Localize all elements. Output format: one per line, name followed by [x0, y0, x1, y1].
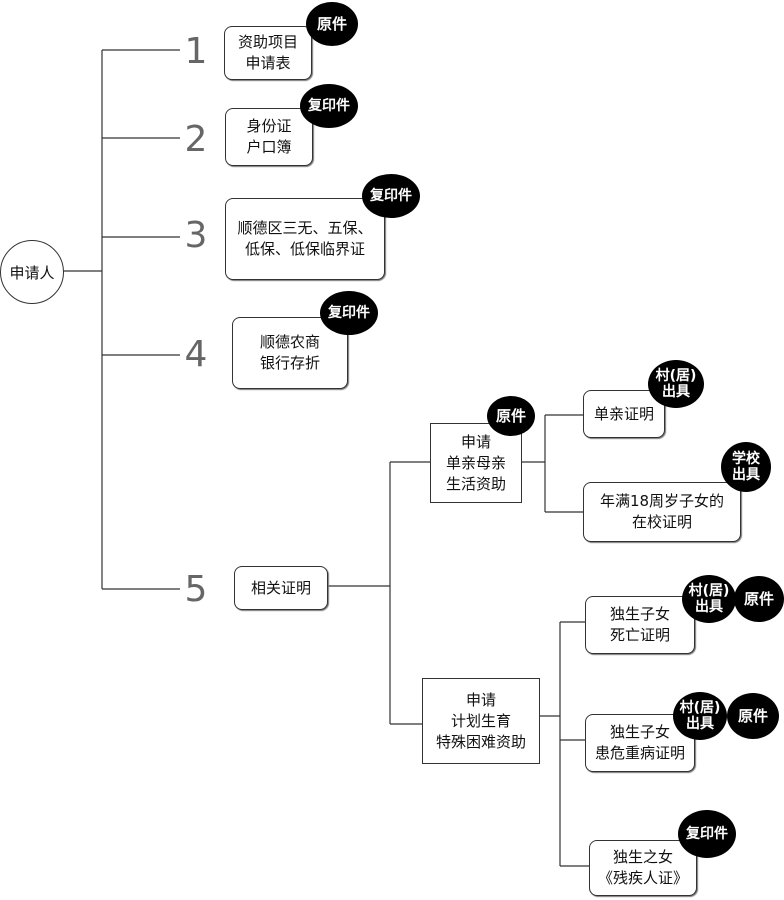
badge-original: 原件	[487, 396, 535, 436]
node-id-card: 身份证 户口簿	[225, 108, 313, 166]
badge-school-issued: 学校 出具	[721, 442, 771, 492]
badge-village-issued: 村(居) 出具	[682, 575, 736, 623]
badge-original: 原件	[727, 693, 779, 739]
node-line: 单亲证明	[593, 404, 654, 423]
badge-copy: 复印件	[362, 174, 420, 218]
badge-village-issued: 村(居) 出具	[673, 692, 727, 740]
step-number-3: 3	[184, 215, 208, 256]
node-line: 独生之女	[612, 848, 673, 866]
node-line: 身份证	[246, 117, 292, 135]
node-line: 资助项目	[237, 33, 298, 51]
node-line: 相关证明	[250, 578, 311, 597]
node-child-death-certificate: 独生子女 死亡证明	[585, 596, 695, 654]
node-line: 顺德区三无、五保、	[237, 219, 373, 237]
badge-copy: 复印件	[678, 810, 736, 858]
node-line: 死亡证明	[609, 626, 670, 644]
node-disability-certificate: 独生之女 《残疾人证》	[589, 840, 697, 896]
badge-original: 原件	[306, 2, 358, 46]
node-line: 申请	[465, 690, 496, 709]
root-label: 申请人	[9, 263, 55, 282]
node-line: 《残疾人证》	[597, 869, 688, 887]
node-single-mother-aid: 申请 单亲母亲 生活资助	[430, 423, 522, 503]
badge-copy: 复印件	[300, 84, 358, 128]
node-family-planning-aid: 申请 计划生育 特殊困难资助	[422, 678, 540, 764]
step-number-1: 1	[184, 31, 208, 72]
node-line: 单亲母亲	[445, 453, 506, 472]
badge-original: 原件	[734, 576, 784, 622]
root-node-applicant: 申请人	[0, 240, 64, 304]
node-line: 独生子女	[609, 723, 670, 741]
badge-village-issued: 村(居) 出具	[648, 360, 704, 408]
badge-copy: 复印件	[320, 291, 378, 335]
node-single-parent-proof: 单亲证明	[583, 390, 665, 438]
node-application-form: 资助项目 申请表	[224, 26, 312, 80]
node-line: 申请	[460, 432, 491, 451]
node-line: 年满18周岁子女的	[599, 492, 725, 510]
node-line: 特殊困难资助	[435, 732, 526, 751]
node-line: 独生子女	[609, 605, 670, 623]
node-line: 低保、低保临界证	[244, 240, 365, 258]
node-line: 银行存折	[259, 354, 320, 372]
node-line: 申请表	[245, 54, 291, 72]
step-number-4: 4	[184, 334, 208, 375]
node-line: 在校证明	[631, 513, 692, 531]
step-number-2: 2	[184, 119, 208, 160]
node-line: 户口簿	[246, 138, 292, 156]
node-school-enrollment-proof: 年满18周岁子女的 在校证明	[583, 482, 741, 542]
step-number-5: 5	[184, 569, 208, 610]
node-related-certificates: 相关证明	[234, 566, 328, 610]
node-bank-passbook: 顺德农商 银行存折	[232, 317, 348, 389]
node-line: 计划生育	[450, 711, 511, 730]
node-welfare-certificate: 顺德区三无、五保、 低保、低保临界证	[225, 198, 385, 280]
node-line: 患危重病证明	[594, 744, 685, 762]
node-line: 生活资助	[445, 474, 506, 493]
node-line: 顺德农商	[259, 333, 320, 351]
